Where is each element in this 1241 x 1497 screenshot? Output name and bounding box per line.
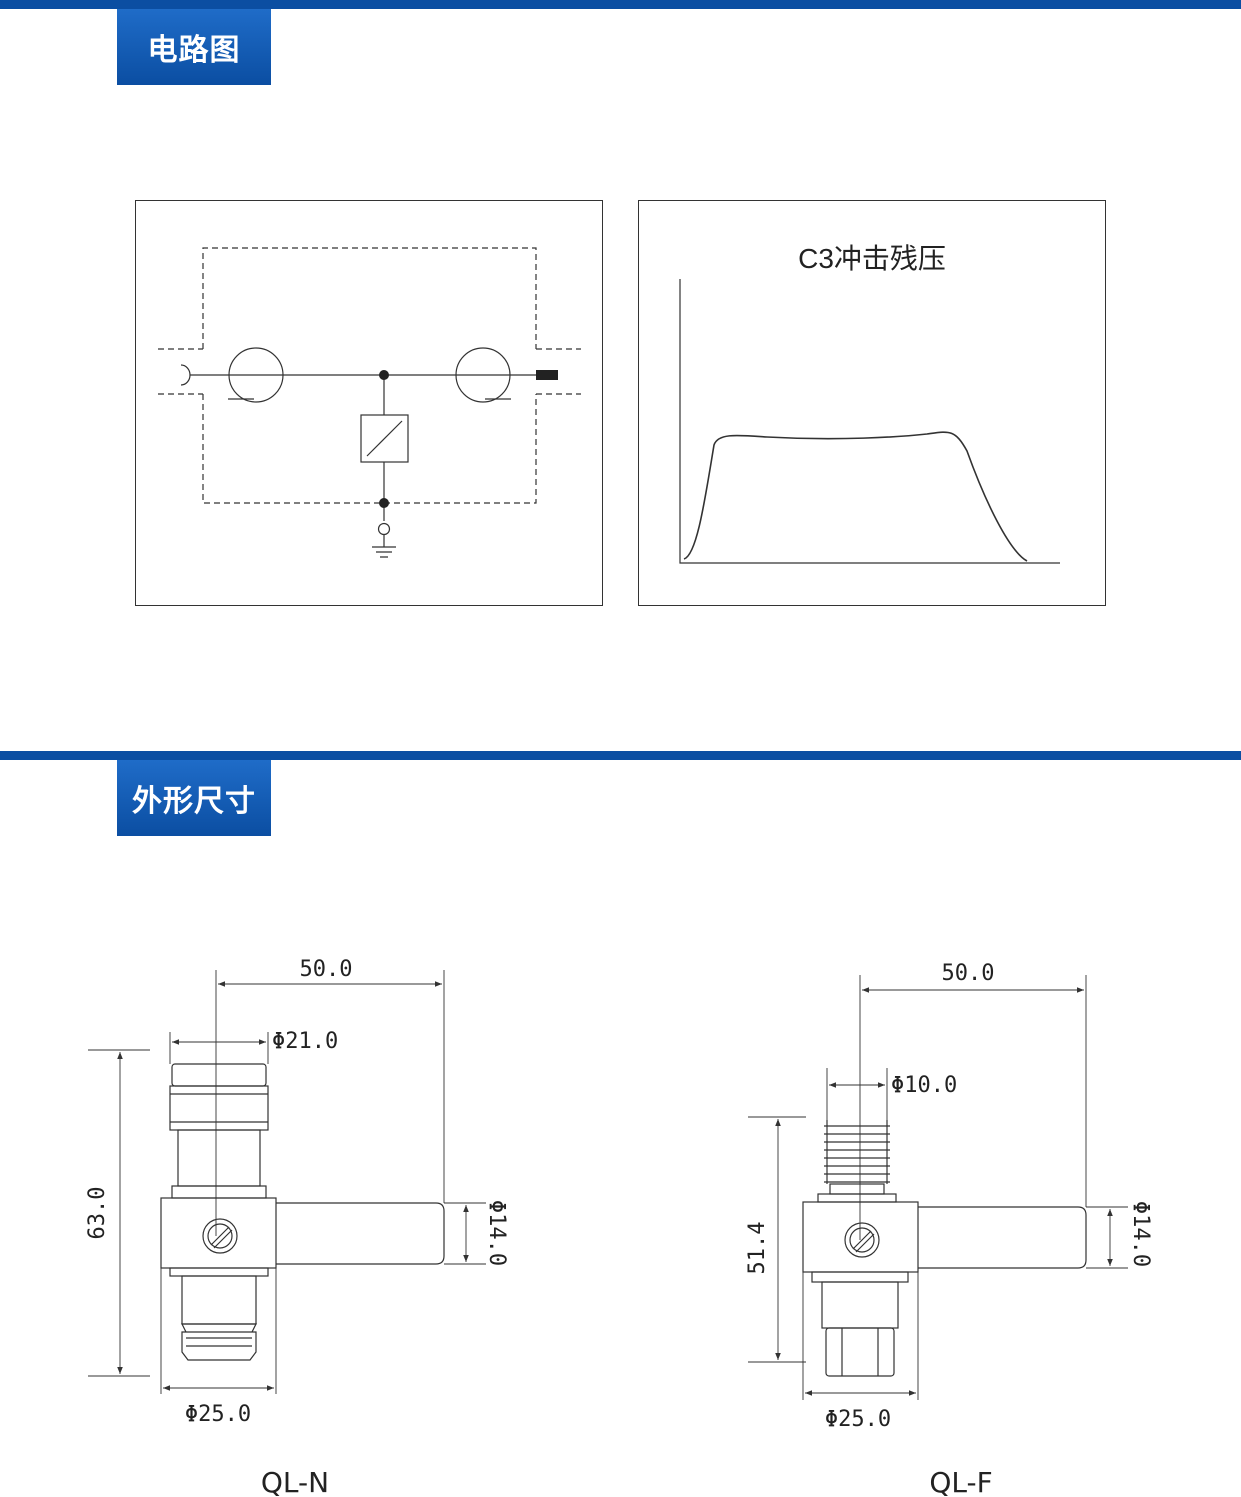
ql-n-top-nut <box>169 1085 269 1131</box>
residual-voltage-panel: C3冲击残压 <box>638 200 1106 606</box>
ql-f-arm <box>918 1206 1087 1269</box>
ql-n-dim-arm-dia: Φ14.0 <box>484 1200 509 1266</box>
ql-f-dim-body-dia: Φ25.0 <box>825 1407 891 1432</box>
ql-n-neck <box>177 1129 261 1187</box>
coil-left <box>228 347 284 403</box>
output-connector <box>536 370 558 380</box>
junction-node-top <box>379 370 389 380</box>
ql-n-bottom-plug <box>181 1323 257 1361</box>
ql-n-screw <box>202 1218 238 1254</box>
ql-n-dim-body-dia: Φ25.0 <box>185 1402 251 1427</box>
residual-voltage-waveform <box>679 279 1060 564</box>
ql-f-model-name: QL-F <box>929 1466 992 1497</box>
enclosure-top <box>202 247 537 349</box>
ql-n-top-cap <box>171 1063 267 1087</box>
ql-n-dim-top-dia: Φ21.0 <box>272 1029 338 1054</box>
protection-element-slash <box>366 420 403 457</box>
ql-f-thread-body <box>826 1120 888 1184</box>
chart-title: C3冲击残压 <box>798 243 946 274</box>
section-title-circuit: 电路图 <box>117 9 271 85</box>
ql-n-dim-width: 50.0 <box>300 957 353 982</box>
ql-f-dim-height: 51.4 <box>745 1222 770 1275</box>
waveform-curve <box>683 431 1028 562</box>
ql-f-dim-arm-dia: Φ14.0 <box>1128 1201 1153 1267</box>
ql-f-dim-width: 50.0 <box>942 961 995 986</box>
section-title-dimensions: 外形尺寸 <box>117 760 271 836</box>
circuit-diagram <box>158 247 581 558</box>
section-divider-dimensions <box>0 751 1241 760</box>
circuit-diagram-panel <box>135 200 603 606</box>
drawing-ql-f <box>748 975 1128 1400</box>
ql-n-arm <box>276 1202 445 1265</box>
drawing-ql-n <box>88 970 486 1394</box>
output-port-lines <box>536 348 581 395</box>
ql-f-bottom-nut <box>825 1327 895 1377</box>
ql-n-model-name: QL-N <box>261 1466 329 1497</box>
ql-f-bottom-body <box>821 1281 899 1329</box>
section-divider-top <box>0 0 1241 9</box>
coil-right <box>455 347 511 403</box>
ql-f-screw <box>844 1222 880 1258</box>
ql-n-dim-height: 63.0 <box>85 1187 110 1240</box>
ql-f-threads <box>824 1125 890 1183</box>
ql-f-dim-top-dia: Φ10.0 <box>891 1073 957 1098</box>
waveform-axes <box>679 279 1060 564</box>
ql-n-body <box>160 1197 277 1269</box>
input-port-lines <box>158 348 203 395</box>
junction-node-bottom <box>379 498 389 508</box>
enclosure-bottom <box>202 394 537 504</box>
ql-n-bottom-body <box>181 1275 257 1325</box>
ground-terminal <box>377 522 391 536</box>
ground-symbol <box>372 535 396 558</box>
ql-f-body <box>802 1201 919 1273</box>
